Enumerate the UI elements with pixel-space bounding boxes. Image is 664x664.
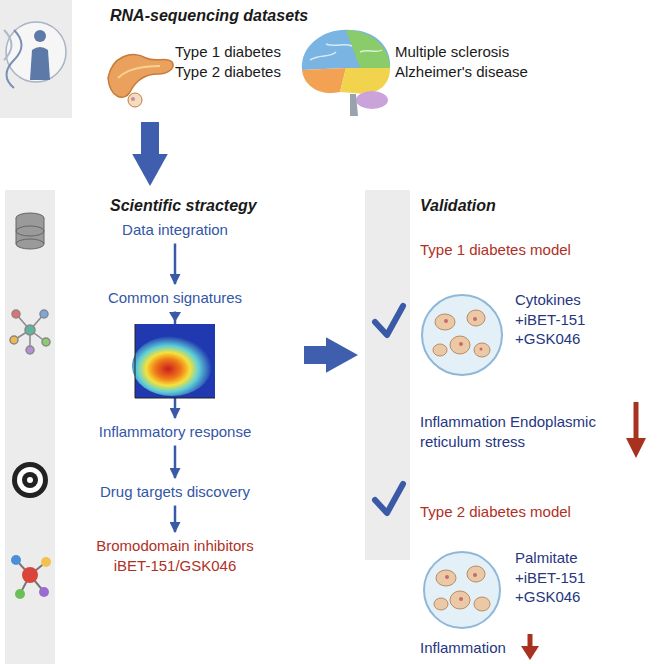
treatment-label: Cytokines +iBET-151 +GSK046	[515, 290, 607, 349]
result-label: Bromodomain inhibitors iBET-151/GSK046	[84, 536, 266, 575]
panel-heading: RNA-sequencing datasets	[110, 6, 308, 27]
outcome-label: Inflammation Endoplasmic reticulum stres…	[420, 412, 625, 451]
text-node: Type 1 diabetes Type 2 diabetes	[175, 42, 290, 81]
flow-arrow-large	[141, 122, 159, 154]
target-icon	[12, 462, 48, 498]
side-strip	[5, 190, 55, 664]
panel: RNA-sequencing datasetsType 1 diabetes T…	[100, 0, 660, 118]
side-strip	[365, 190, 410, 560]
molecule-icon	[11, 555, 51, 599]
step-label: Data integration	[122, 220, 228, 240]
dataset-label: Multiple sclerosis Alzheimer's disease	[395, 42, 545, 81]
flow-arrow	[174, 244, 177, 285]
treatment-label: Palmitate +iBET-151 +GSK046	[515, 548, 607, 607]
text-node: Common signatures	[108, 288, 242, 308]
text-node: Inflammatory response	[99, 422, 252, 442]
flow-arrow	[174, 446, 177, 479]
text-node: Type 1 diabetes model	[420, 240, 571, 260]
heatmap	[132, 324, 215, 398]
model-label: Type 1 diabetes model	[420, 240, 571, 260]
decrease-arrow	[626, 402, 646, 458]
flow-arrow-large	[304, 346, 326, 364]
arrow-head	[169, 312, 181, 322]
step-label: Inflammatory response	[99, 422, 252, 442]
text-node: Inflammation	[420, 638, 506, 658]
brain-icon	[302, 30, 390, 116]
text-node: Data integration	[122, 220, 228, 240]
text-node: Multiple sclerosis Alzheimer's disease	[395, 42, 545, 81]
decrease-arrow	[521, 634, 539, 660]
database-icon	[16, 213, 44, 249]
text-node: Type 2 diabetes model	[420, 502, 571, 522]
side-strip	[0, 0, 72, 118]
checkmark	[375, 484, 403, 513]
text-node: Palmitate +iBET-151 +GSK046	[515, 548, 607, 607]
dna-person-icon	[4, 22, 66, 88]
islet-dish	[422, 295, 502, 375]
dataset-label: Type 1 diabetes Type 2 diabetes	[175, 42, 290, 81]
step-label: Common signatures	[108, 288, 242, 308]
network-icon	[10, 310, 50, 354]
step-label: Drug targets discovery	[100, 482, 250, 502]
panel-heading: Validation	[420, 196, 496, 217]
text-node: Inflammation Endoplasmic reticulum stres…	[420, 412, 625, 451]
text-node: Cytokines +iBET-151 +GSK046	[515, 290, 607, 349]
flow-arrow	[174, 506, 177, 533]
text-node: Bromodomain inhibitors iBET-151/GSK046	[84, 536, 266, 575]
pancreas-icon	[108, 55, 173, 107]
outcome-label: Inflammation	[420, 638, 506, 658]
panel: Scientific stractegyData integrationComm…	[60, 190, 300, 664]
checkmark	[375, 306, 403, 335]
islet-dish	[424, 552, 500, 628]
panel: ValidationType 1 diabetes modelCytokines…	[362, 190, 664, 664]
model-label: Type 2 diabetes model	[420, 502, 571, 522]
panel-heading: Scientific stractegy	[110, 196, 257, 217]
text-node: Drug targets discovery	[100, 482, 250, 502]
